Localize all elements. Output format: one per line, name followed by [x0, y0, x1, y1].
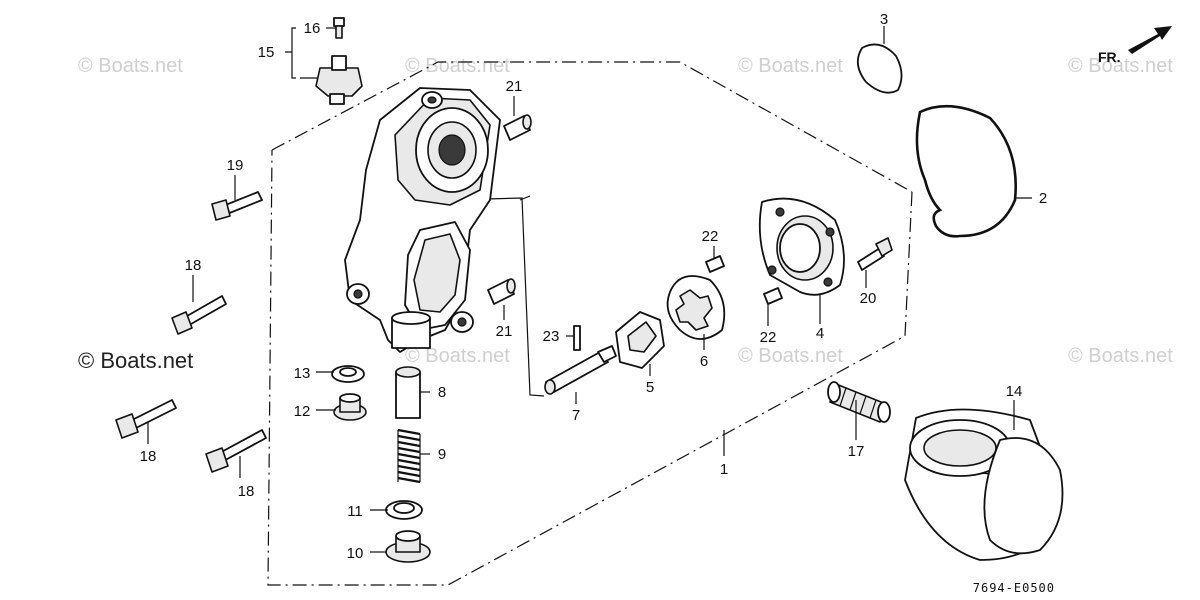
label-part-21-lower: 21 — [496, 323, 513, 340]
pump-cover-plate-4 — [758, 197, 845, 296]
pin-23 — [573, 325, 581, 351]
watermark-1: © Boats.net — [78, 55, 183, 77]
label-part-15: 15 — [258, 44, 275, 61]
leader-lines — [147, 26, 1032, 553]
label-part-23: 23 — [543, 328, 560, 345]
label-part-4: 4 — [816, 325, 824, 342]
label-part-18-middle: 18 — [140, 448, 157, 465]
label-part-11: 11 — [347, 503, 363, 520]
gasket-2 — [915, 104, 1017, 238]
label-part-10: 10 — [347, 545, 364, 562]
label-part-22-upper: 22 — [702, 228, 719, 245]
assembly-outline — [267, 61, 913, 586]
arrow-icon — [1128, 26, 1172, 54]
bolt-19 — [211, 191, 263, 221]
label-part-16: 16 — [304, 20, 321, 37]
plug-12 — [333, 393, 367, 421]
label-part-19: 19 — [227, 157, 244, 174]
bolt-20 — [857, 237, 893, 271]
label-part-13: 13 — [294, 365, 311, 382]
bolt-18-upper — [171, 295, 227, 335]
bolt-18-middle — [115, 399, 177, 439]
label-part-6: 6 — [700, 353, 708, 370]
label-part-8: 8 — [438, 384, 446, 401]
pump-shaft-7 — [544, 345, 617, 395]
washer-11 — [385, 500, 423, 520]
oil-filter-14 — [904, 408, 1064, 561]
watermark-7: © Boats.net — [1068, 345, 1173, 367]
label-part-18-upper: 18 — [185, 257, 202, 274]
pin-22-lower — [763, 287, 783, 305]
watermarks: © Boats.net © Boats.net © Boats.net © Bo… — [78, 55, 1173, 373]
label-part-7: 7 — [572, 407, 580, 424]
label-part-21-upper: 21 — [506, 78, 523, 95]
watermark-4: © Boats.net — [1068, 55, 1173, 77]
oil-pressure-switch — [315, 55, 363, 105]
label-part-17: 17 — [848, 443, 865, 460]
label-part-2: 2 — [1039, 190, 1047, 207]
label-part-5: 5 — [646, 379, 654, 396]
label-part-9: 9 — [438, 446, 446, 463]
watermark-6: © Boats.net — [738, 345, 843, 367]
direction-label: FR. — [1098, 49, 1121, 65]
label-part-22-lower: 22 — [760, 329, 777, 346]
part-labels: 1 2 3 4 5 6 7 8 9 10 11 12 13 14 15 16 1… — [140, 11, 1048, 562]
watermark-5: © Boats.net — [405, 345, 510, 367]
union-bolt-17 — [827, 381, 891, 423]
bolt-18-lower — [205, 429, 267, 473]
front-direction-arrow: FR. — [1098, 26, 1172, 65]
spring-9 — [397, 428, 421, 484]
label-part-3: 3 — [880, 11, 888, 28]
watermark-dark: © Boats.net — [78, 348, 193, 373]
screw-16 — [333, 17, 345, 39]
pin-22-upper — [705, 255, 725, 273]
o-ring-3 — [856, 43, 903, 94]
relief-valve-8 — [395, 366, 421, 419]
label-part-18-lower: 18 — [238, 483, 255, 500]
watermark-3: © Boats.net — [738, 55, 843, 77]
diagram-code: 7694-E0500 — [973, 581, 1055, 595]
inner-rotor-5 — [615, 311, 665, 369]
dowel-pin-upper — [503, 114, 532, 141]
plug-bolt-10 — [385, 530, 431, 563]
label-part-14: 14 — [1006, 383, 1023, 400]
label-part-20: 20 — [860, 290, 877, 307]
watermark-2: © Boats.net — [405, 55, 510, 77]
outer-rotor-6 — [666, 275, 726, 340]
label-part-1: 1 — [720, 461, 728, 478]
washer-13 — [331, 365, 365, 383]
label-part-12: 12 — [294, 403, 311, 420]
dowel-pin-lower — [487, 278, 516, 305]
oil-pump-body — [344, 87, 501, 353]
